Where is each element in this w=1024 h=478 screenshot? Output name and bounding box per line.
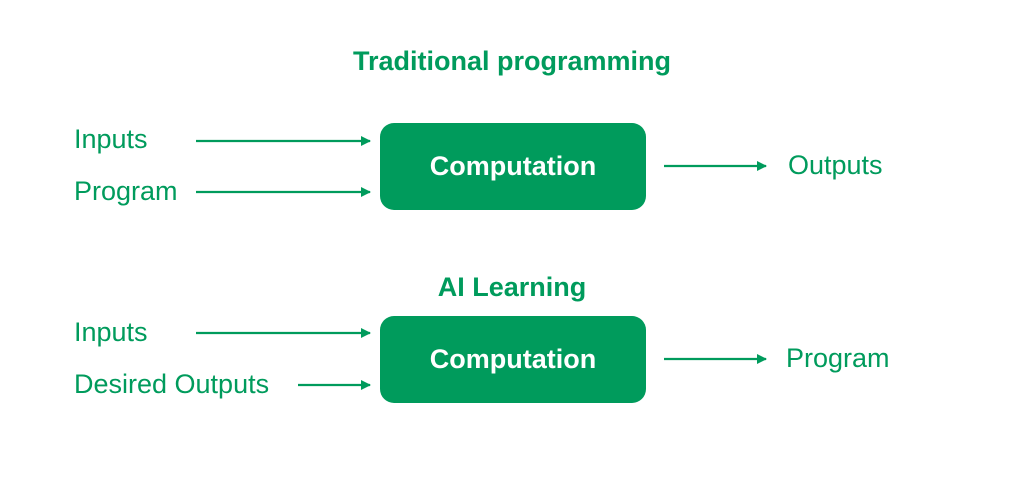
ai-title: AI Learning bbox=[437, 272, 587, 302]
ai-computation-label: Computation bbox=[429, 344, 597, 374]
traditional-input-label-1: Inputs bbox=[74, 124, 148, 154]
traditional-title: Traditional programming bbox=[352, 46, 672, 76]
traditional-computation-box: Computation bbox=[380, 123, 646, 210]
ai-input-label-1: Inputs bbox=[74, 317, 148, 347]
ai-input-label-2: Desired Outputs bbox=[74, 369, 270, 399]
traditional-input-label-2: Program bbox=[74, 176, 178, 206]
traditional-computation-label: Computation bbox=[429, 151, 597, 181]
ai-computation-box: Computation bbox=[380, 316, 646, 403]
ai-output-label: Program bbox=[786, 343, 890, 373]
traditional-output-label: Outputs bbox=[788, 150, 883, 180]
